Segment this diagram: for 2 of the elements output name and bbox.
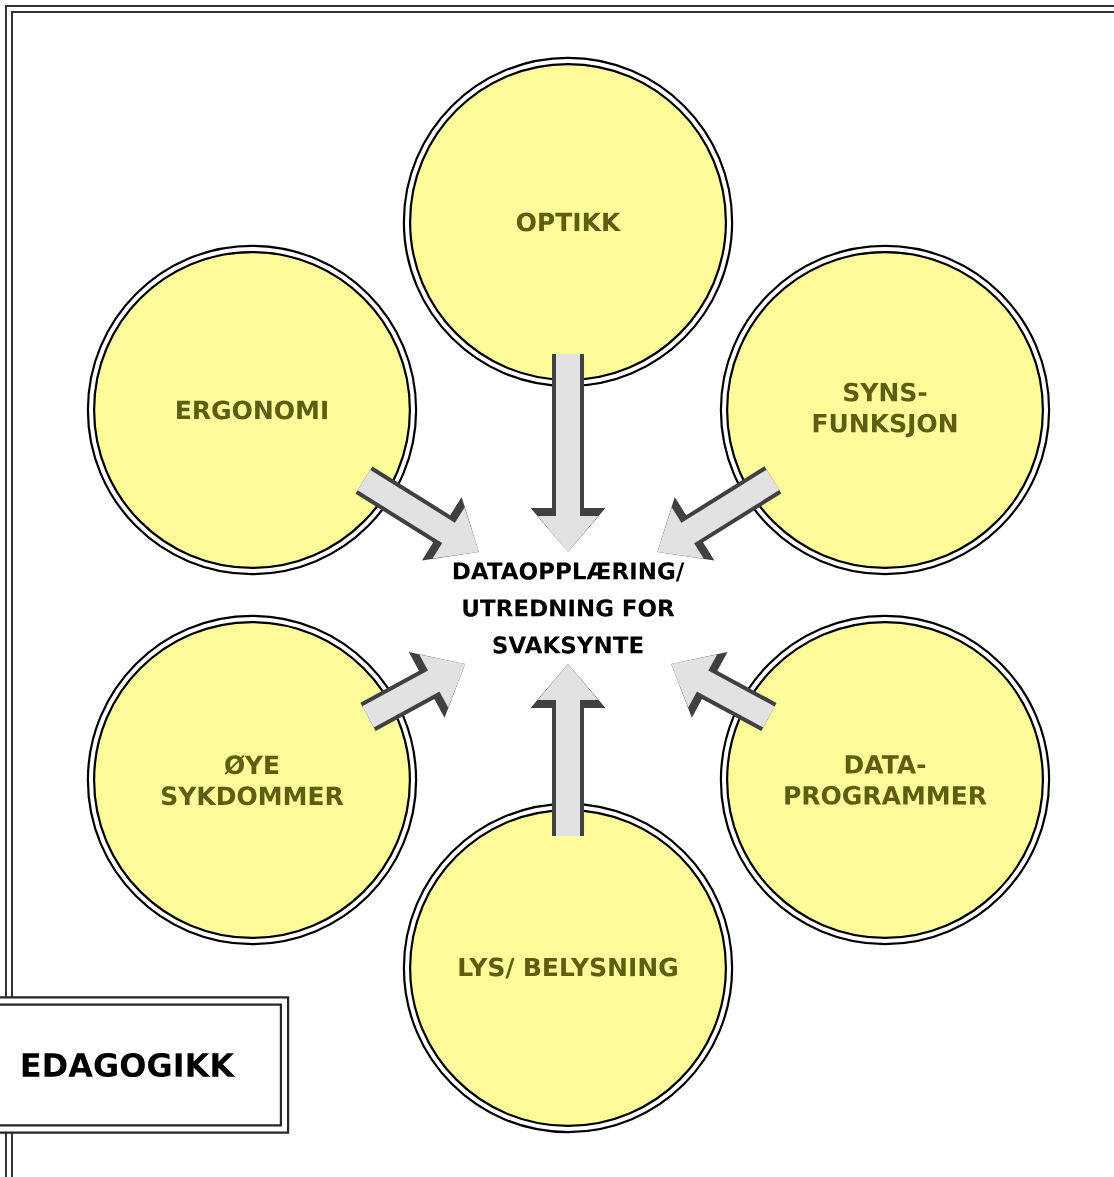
center-label: DATAOPPLÆRING/ UTREDNING FOR SVAKSYNTE: [453, 562, 685, 654]
label-box: EDAGOGIKK: [0, 996, 290, 1134]
